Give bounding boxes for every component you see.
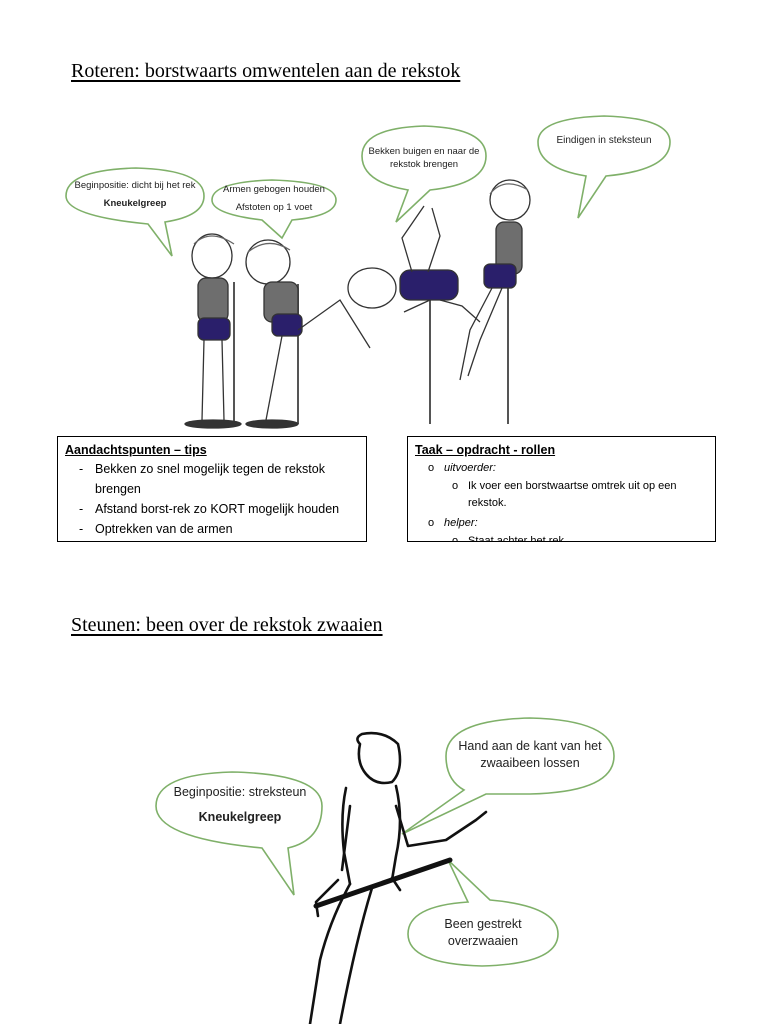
- task-title: Taak – opdracht - rollen: [415, 443, 556, 457]
- role-performer-label: uitvoerder:: [408, 460, 715, 476]
- figure-start-position: [184, 233, 242, 429]
- task-box: Taak – opdracht - rollen uitvoerder: Ik …: [407, 436, 716, 542]
- figure-rotation: [347, 205, 481, 424]
- speech-bubble-start-position: [65, 167, 205, 257]
- speech-bubble-leg-straight: [407, 859, 559, 967]
- tips-box: Aandachtspunten – tips Bekken zo snel mo…: [57, 436, 367, 542]
- bubble-straight-support-line2: Kneukelgreep: [198, 809, 282, 824]
- bubble-start-position-line1: Beginpositie: dicht bij het rek: [74, 180, 196, 191]
- bubble-text-arms-bent: Armen gebogen houden Afstoten op 1 voet: [212, 184, 336, 215]
- tip-item: Afstand borst-rek zo KORT mogelijk houde…: [58, 499, 366, 519]
- figure-end-support: [459, 179, 531, 424]
- figure-push-off: [245, 239, 371, 429]
- speech-bubble-arms-bent: [211, 179, 337, 240]
- tips-title: Aandachtspunten – tips: [65, 443, 207, 457]
- section-2-title: Steunen: been over de rekstok zwaaien: [71, 614, 383, 636]
- bubble-arms-bent-line2: Afstoten op 1 voet: [235, 201, 313, 213]
- bubble-text-release-hand: Hand aan de kant van het zwaaibeen losse…: [458, 739, 602, 770]
- bubble-straight-support-line1: Beginpositie: streksteun: [173, 785, 307, 799]
- speech-bubble-straight-support: [155, 771, 323, 896]
- section-1-title: Roteren: borstwaarts omwentelen aan de r…: [71, 60, 461, 82]
- bubble-text-leg-straight: Been gestrekt overzwaaien: [444, 917, 522, 948]
- tip-item: Bekken zo snel mogelijk tegen de rekstok…: [58, 459, 366, 499]
- bubble-text-end-support: Eindigen in steksteun: [556, 135, 652, 146]
- speech-bubble-pelvis: [361, 125, 487, 223]
- bubble-arms-bent-line1: Armen gebogen houden: [223, 184, 325, 195]
- bubble-text-straight-support: Beginpositie: streksteun Kneukelgreep: [160, 784, 320, 826]
- role-performer-text: Ik voer een borstwaartse omtrek uit op e…: [408, 478, 715, 512]
- figure-leg-swing: [308, 731, 488, 1024]
- tips-list: Bekken zo snel mogelijk tegen de rekstok…: [58, 459, 366, 539]
- bubble-text-pelvis: Bekken buigen en naar de rekstok brengen: [368, 146, 480, 170]
- role-helper-label: helper:: [408, 515, 715, 531]
- bubble-text-start-position: Beginpositie: dicht bij het rek Kneukelg…: [68, 180, 202, 211]
- role-helper-text: Staat achter het rek: [408, 533, 715, 541]
- speech-bubble-end-support: [537, 115, 671, 219]
- tip-item: Optrekken van de armen: [58, 519, 366, 539]
- bubble-start-position-line2: Kneukelgreep: [103, 197, 167, 209]
- speech-bubble-release-hand: [401, 717, 615, 835]
